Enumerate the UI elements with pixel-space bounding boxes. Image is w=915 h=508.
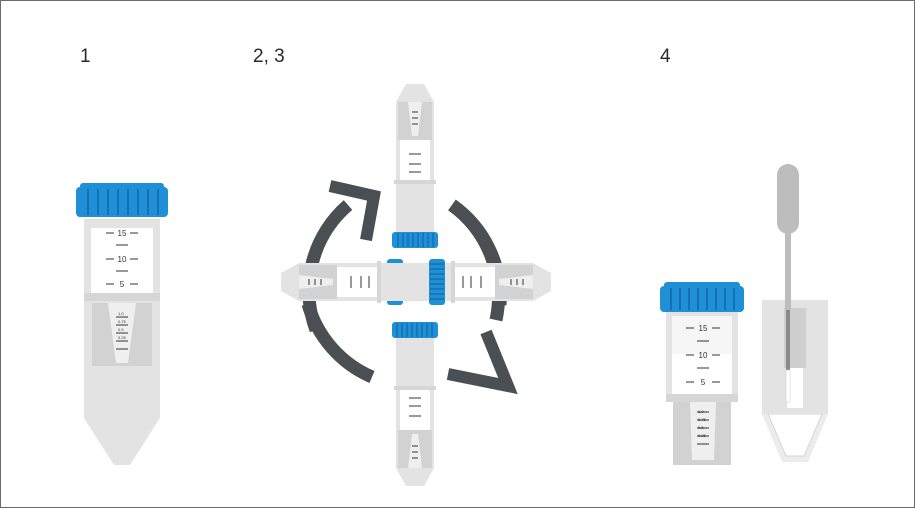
svg-text:0.5: 0.5 [698, 425, 704, 430]
svg-text:0.25: 0.25 [698, 433, 707, 438]
svg-text:0.5: 0.5 [118, 327, 124, 332]
rotation-tube-bottom [391, 321, 439, 487]
svg-text:0.75: 0.75 [698, 417, 707, 422]
rotation-arrowheads [328, 180, 518, 395]
step-4-tube [660, 282, 744, 465]
rotation-tube-top [391, 83, 439, 249]
step-1-insert-labels: 1.0 0.75 0.5 0.25 [118, 311, 127, 340]
svg-text:15: 15 [699, 324, 708, 333]
step-2-3-label: 2, 3 [253, 46, 285, 67]
rotation-tube-right [280, 258, 446, 306]
step-4-label: 4 [660, 46, 671, 67]
step-4-insert-labels: 1.0 0.75 0.5 0.25 [698, 409, 707, 438]
step-1-scale-labels: 15 10 5 [118, 229, 127, 289]
svg-text:10: 10 [118, 255, 127, 264]
step-4-scale-labels: 15 10 5 [699, 324, 708, 387]
svg-text:15: 15 [118, 229, 127, 238]
svg-text:0.25: 0.25 [118, 335, 127, 340]
svg-text:1.0: 1.0 [698, 409, 704, 414]
svg-text:10: 10 [699, 351, 708, 360]
svg-text:1.0: 1.0 [118, 311, 124, 316]
step-4-insert-with-pipette [762, 164, 828, 462]
svg-text:0.75: 0.75 [118, 319, 127, 324]
step-1-tube [75, 182, 169, 466]
step-1-label: 1 [80, 46, 91, 67]
svg-text:5: 5 [701, 378, 706, 387]
svg-text:5: 5 [120, 280, 125, 289]
